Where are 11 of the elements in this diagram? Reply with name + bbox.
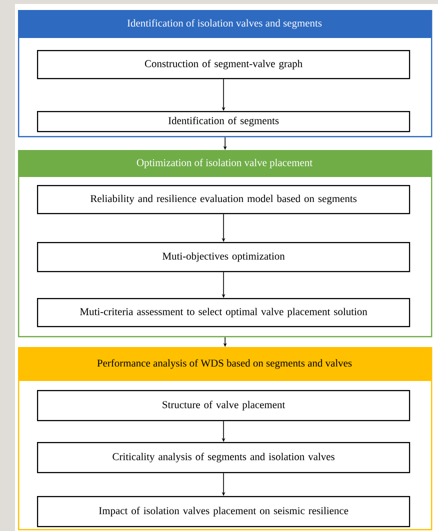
section-heading: Optimization of isolation valve placement bbox=[136, 158, 312, 168]
process-box: Impact of isolation valves placement on seismic resilience bbox=[37, 496, 410, 528]
process-box: Construction of segment-valve graph bbox=[37, 50, 410, 80]
process-box: Reliability and resilience evaluation model based on segments bbox=[37, 185, 410, 214]
section-heading: Performance analysis of WDS based on segments and valves bbox=[97, 359, 352, 369]
process-box: Muti-objectives optimization bbox=[37, 242, 410, 272]
process-box: Structure of valve placement bbox=[37, 390, 410, 422]
process-box: Criticality analysis of segments and isolation valves bbox=[37, 442, 410, 474]
section-heading: Identification of isolation valves and segments bbox=[127, 19, 322, 29]
process-box: Muti-criteria assessment to select optimal valve placement solution bbox=[37, 298, 410, 328]
process-box: Identification of segments bbox=[37, 111, 410, 132]
